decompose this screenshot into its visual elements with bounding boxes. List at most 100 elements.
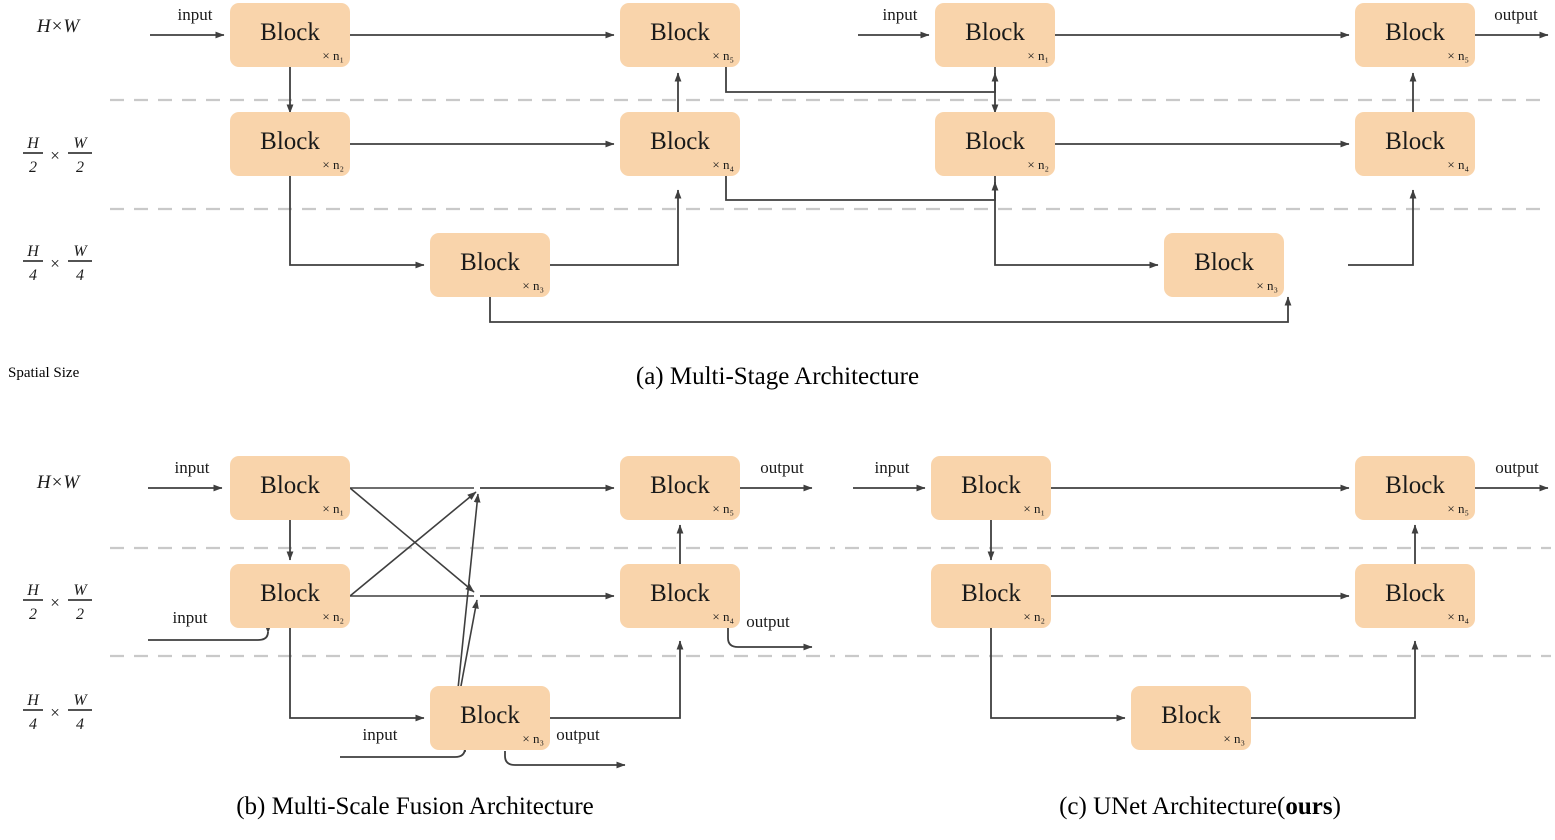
edge-a1-n2-n3 (289, 176, 425, 269)
panel-c-caption-close: ) (1332, 793, 1341, 820)
block-label: Block (260, 580, 320, 607)
panel-a-block-n3-s1[interactable]: Block × n₃ (430, 233, 550, 297)
panel-a-block-n3-s2[interactable]: Block × n₃ (1164, 233, 1284, 297)
svg-text:2: 2 (76, 606, 84, 623)
panel-c-block-n1[interactable]: Block × n₁ (931, 456, 1051, 520)
panel-c-unet: input output Block × n₁ Block × n₂ Block… (845, 456, 1551, 750)
block-label: Block (1385, 580, 1445, 607)
panel-c-caption-text: UNet Architecture( (1093, 793, 1286, 820)
panel-b-input-half-label: input (173, 608, 208, 627)
panel-a-block-n1-s1[interactable]: Block × n₁ (230, 3, 350, 67)
panel-a-block-n2-s2[interactable]: Block × n₂ (935, 112, 1055, 176)
panel-a-block-n2-s1[interactable]: Block × n₂ (230, 112, 350, 176)
panel-c-block-n5[interactable]: Block × n₅ (1355, 456, 1475, 520)
svg-text:2: 2 (29, 159, 37, 176)
block-label: Block (961, 472, 1021, 499)
block-mult: × n₅ (1447, 48, 1469, 63)
block-label: Block (260, 472, 320, 499)
panel-a-block-n5-s1[interactable]: Block × n₅ (620, 3, 740, 67)
block-mult: × n₂ (1027, 157, 1049, 172)
svg-text:×: × (50, 703, 60, 722)
panel-a-block-n4-s2[interactable]: Block × n₄ (1355, 112, 1475, 176)
panel-a-block-n4-s1[interactable]: Block × n₄ (620, 112, 740, 176)
block-label: Block (260, 19, 320, 46)
panel-b-output-quarter-label: output (556, 725, 600, 744)
panel-a-stage1-input-label: input (178, 5, 213, 24)
edge-b-n3-n4 (550, 640, 684, 719)
panel-a-caption-row: (a) Multi-Stage Architecture (0, 363, 1555, 391)
block-label: Block (1385, 128, 1445, 155)
panel-c-output-label: output (1495, 458, 1539, 477)
block-label: Block (965, 19, 1025, 46)
panel-b-input-quarter-label: input (363, 725, 398, 744)
block-mult: × n₃ (1256, 278, 1278, 293)
edge-c-n3-n4 (1251, 640, 1419, 719)
scale-label-quarter: H 4 × W 4 (23, 692, 92, 733)
edge-b-n3-hub1 (454, 493, 481, 719)
panel-b-block-n2[interactable]: Block × n₂ (230, 564, 350, 628)
block-mult: × n₅ (1447, 501, 1469, 516)
panel-a-stage2-input-label: input (883, 5, 918, 24)
edge-a-n3-skip (489, 296, 1292, 323)
panel-c-input-label: input (875, 458, 910, 477)
panel-b-block-n1[interactable]: Block × n₁ (230, 456, 350, 520)
panel-b-caption-text: Multi-Scale Fusion Architecture (271, 793, 594, 820)
panel-c-block-n4[interactable]: Block × n₄ (1355, 564, 1475, 628)
block-mult: × n₁ (322, 48, 344, 63)
block-label: Block (961, 580, 1021, 607)
panel-b-block-n3[interactable]: Block × n₃ (430, 686, 550, 750)
svg-text:2: 2 (76, 159, 84, 176)
block-mult: × n₅ (712, 501, 734, 516)
panel-b-output-quarter-arrow (504, 751, 626, 769)
svg-text:4: 4 (29, 267, 37, 284)
panel-a-caption: (a) Multi-Stage Architecture (0, 363, 1555, 391)
block-label: Block (650, 19, 710, 46)
panel-c-block-n3[interactable]: Block × n₃ (1131, 686, 1251, 750)
block-label: Block (650, 472, 710, 499)
block-label: Block (650, 128, 710, 155)
block-mult: × n₂ (322, 609, 344, 624)
block-mult: × n₁ (322, 501, 344, 516)
block-label: Block (1161, 702, 1221, 729)
edge-c-n2-n3 (990, 628, 1126, 722)
panel-b-caption-prefix: (b) (236, 793, 272, 820)
block-mult: × n₂ (1023, 609, 1045, 624)
panel-b-output-half-label: output (746, 612, 790, 631)
svg-text:×: × (50, 254, 60, 273)
panel-b-input-full-label: input (175, 458, 210, 477)
edge-a2-n2-n3 (994, 176, 1159, 269)
block-mult: × n₄ (712, 609, 734, 624)
panel-b-caption: (b) Multi-Scale Fusion Architecture (0, 793, 830, 821)
block-mult: × n₄ (1447, 157, 1469, 172)
panel-a-block-n5-s2[interactable]: Block × n₅ (1355, 3, 1475, 67)
block-label: Block (460, 702, 520, 729)
block-label: Block (1385, 19, 1445, 46)
panel-b-output-full-label: output (760, 458, 804, 477)
svg-text:4: 4 (76, 267, 84, 284)
panel-a-block-n1-s2[interactable]: Block × n₁ (935, 3, 1055, 67)
panel-a-multi-stage: H×W H 2 × W 2 H 4 × W 4 input Block × n (23, 3, 1549, 323)
block-mult: × n₁ (1023, 501, 1045, 516)
panel-c-block-n2[interactable]: Block × n₂ (931, 564, 1051, 628)
svg-text:2: 2 (29, 606, 37, 623)
block-mult: × n₁ (1027, 48, 1049, 63)
block-label: Block (965, 128, 1025, 155)
edge-a-n4-skip (725, 176, 999, 201)
scale-label-half: H 2 × W 2 (23, 135, 92, 176)
svg-text:H: H (26, 135, 40, 152)
svg-text:H: H (26, 692, 40, 709)
svg-text:H: H (26, 582, 40, 599)
panel-c-caption: (c) UNet Architecture(ours) (845, 793, 1555, 821)
panel-b-block-n5[interactable]: Block × n₅ (620, 456, 740, 520)
svg-text:H: H (26, 243, 40, 260)
svg-text:4: 4 (76, 716, 84, 733)
panel-b-input-half-arrow (148, 624, 272, 641)
block-mult: × n₂ (322, 157, 344, 172)
panel-c-caption-prefix: (c) (1059, 793, 1094, 820)
svg-text:×: × (50, 593, 60, 612)
svg-text:W: W (73, 582, 88, 599)
panel-b-block-n4[interactable]: Block × n₄ (620, 564, 740, 628)
panel-b-multi-scale-fusion: H×W H 2 × W 2 H 4 × W 4 input input inpu… (23, 456, 835, 769)
block-mult: × n₃ (1223, 731, 1245, 746)
